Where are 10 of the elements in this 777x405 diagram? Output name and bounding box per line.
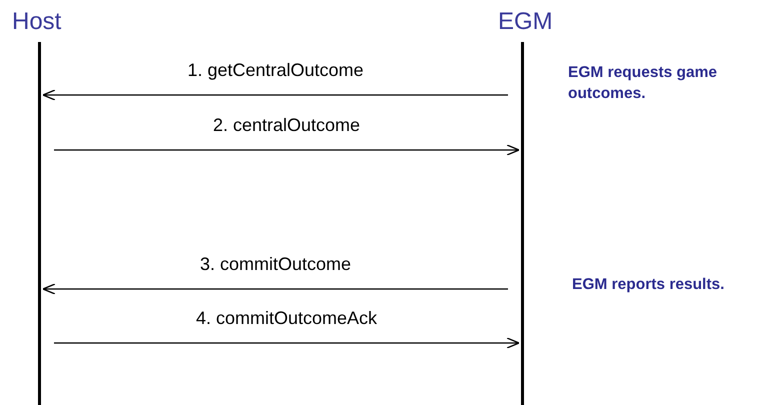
message-arrow [42, 283, 508, 295]
lifeline [38, 42, 41, 405]
message-arrow [54, 144, 520, 156]
participant-label: Host [12, 8, 62, 36]
lifeline [521, 42, 524, 405]
note-text: EGM reports results. [572, 275, 726, 295]
note-text: EGM requests game outcomes. [568, 63, 718, 104]
message-arrow [54, 337, 520, 349]
message-arrow [42, 89, 508, 101]
participant-label: EGM [498, 8, 553, 36]
